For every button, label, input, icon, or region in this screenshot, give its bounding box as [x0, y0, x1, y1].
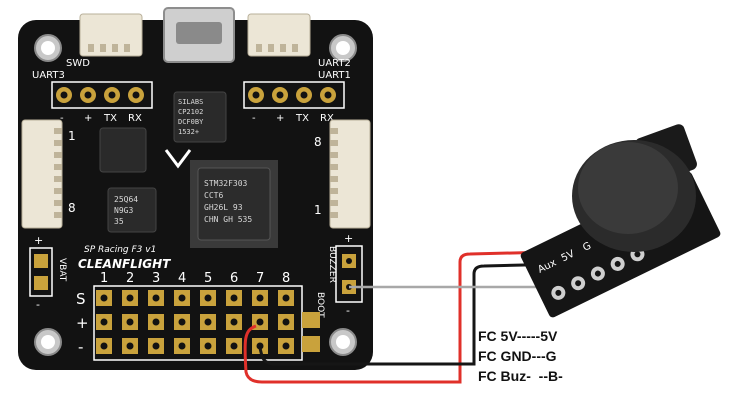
pwm-pad-hole	[256, 294, 264, 302]
pwm-number: 5	[204, 271, 212, 286]
vbat-pads	[29, 247, 53, 297]
flash-chip: 25Q64 N9G3 35	[107, 187, 157, 233]
legend-line-buz: FC Buz- --B-	[478, 368, 563, 384]
right-conn-pin1: 1	[314, 203, 322, 217]
pwm-pad-hole	[282, 294, 290, 302]
buzzer-minus-label: -	[346, 304, 350, 317]
mcu-chip: STM32F303 CCT6 GH26L 93 CHN GH 535	[190, 160, 278, 248]
pwm-pad-hole	[204, 318, 212, 326]
buzzer-label: BUZZER	[327, 246, 337, 283]
uart1-pin-label: -	[252, 113, 256, 124]
svg-text:CHN GH 535: CHN GH 535	[204, 215, 252, 224]
silabs-chip: SILABS CP2102 DCF0BY 1532+	[173, 91, 227, 143]
swd-label: SWD	[66, 58, 90, 69]
pwm-number: 6	[230, 271, 238, 286]
legend-line-gnd: FC GND---G	[478, 348, 557, 364]
uart2-label: UART2	[318, 58, 351, 69]
uart3-pin-label: RX	[128, 113, 142, 124]
vbat-plus-label: +	[34, 234, 43, 247]
vbat-minus-label: -	[36, 298, 40, 311]
svg-text:GH26L 93: GH26L 93	[204, 203, 243, 212]
pwm-pad-hole	[204, 294, 212, 302]
uart3-pin-label: -	[60, 113, 64, 124]
uart3-label: UART3	[32, 70, 65, 81]
pwm-pad-hole	[282, 342, 290, 350]
pwm-number: 8	[282, 271, 290, 286]
pwm-pad-hole	[152, 342, 160, 350]
pwm-pad-hole	[178, 294, 186, 302]
pwm-number: 4	[178, 271, 186, 286]
pwm-number: 3	[152, 271, 160, 286]
pwm-pad-hole	[100, 318, 108, 326]
svg-text:1532+: 1532+	[178, 128, 199, 136]
uart1-pin-label: TX	[295, 113, 309, 124]
pwm-pad-hole	[256, 318, 264, 326]
pwm-pad-hole	[230, 294, 238, 302]
flight-controller-board: SWD UART3 UART2 UART1 - + TX RX - + TX R…	[18, 7, 373, 370]
pwm-pad-hole	[152, 294, 160, 302]
pwm-number: 2	[126, 271, 134, 286]
row-plus-label: +	[76, 314, 89, 332]
uart3-header	[51, 81, 153, 109]
pwm-pad-hole	[126, 318, 134, 326]
svg-text:SILABS: SILABS	[178, 98, 203, 106]
board-brand: CLEANFLIGHT	[78, 257, 171, 271]
sensor-chip	[99, 127, 147, 173]
buzzer-speaker	[572, 124, 697, 252]
legend-line-5v: FC 5V-----5V	[478, 328, 558, 344]
svg-text:35: 35	[114, 217, 124, 226]
left-conn-pin1: 1	[68, 129, 76, 143]
uart1-pin-label: +	[276, 113, 284, 124]
pwm-number: 1	[100, 271, 108, 286]
pwm-pad-hole	[100, 294, 108, 302]
pwm-pad-hole	[178, 318, 186, 326]
pwm-number: 7	[256, 271, 264, 286]
buzzer-pin-label: G	[581, 240, 593, 253]
pwm-pad-hole	[230, 342, 238, 350]
pwm-pad-hole	[178, 342, 186, 350]
uart3-pin-label: +	[84, 113, 92, 124]
pwm-pad-hole	[256, 342, 264, 350]
svg-text:25Q64: 25Q64	[114, 195, 138, 204]
left-conn-pin8: 8	[68, 201, 76, 215]
uart1-header	[243, 81, 345, 109]
pwm-pad-hole	[282, 318, 290, 326]
right-conn-pin8: 8	[314, 135, 322, 149]
row-s-label: S	[76, 290, 86, 308]
left-side-connector	[21, 119, 63, 229]
uart3-pin-label: TX	[103, 113, 117, 124]
uart1-pin-label: RX	[320, 113, 334, 124]
pwm-pad-hole	[204, 342, 212, 350]
pwm-pad-hole	[230, 318, 238, 326]
uart1-label: UART1	[318, 70, 351, 81]
right-side-connector	[329, 119, 371, 229]
red-wire	[243, 250, 553, 384]
svg-text:CCT6: CCT6	[204, 191, 223, 200]
arrow-mark	[164, 149, 192, 169]
pwm-pin-grid	[93, 285, 303, 361]
buzzer-pin-label: 5V	[560, 249, 577, 265]
boot-pads	[302, 312, 320, 352]
pwm-pad-hole	[126, 342, 134, 350]
svg-text:DCF0BY: DCF0BY	[178, 118, 204, 126]
pwm-pad-hole	[126, 294, 134, 302]
svg-text:N9G3: N9G3	[114, 206, 133, 215]
black-wire	[258, 262, 567, 366]
pwm-pad-hole	[100, 342, 108, 350]
pwm-pad-hole	[152, 318, 160, 326]
boot-label: BOOT	[315, 292, 325, 318]
svg-text:CP2102: CP2102	[178, 108, 203, 116]
buzzer-plus-label: +	[344, 232, 353, 245]
row-minus-label: -	[78, 338, 83, 356]
svg-text:STM32F303: STM32F303	[204, 179, 248, 188]
vbat-label: VBAT	[57, 258, 67, 282]
board-model: SP Racing F3 v1	[84, 245, 156, 255]
